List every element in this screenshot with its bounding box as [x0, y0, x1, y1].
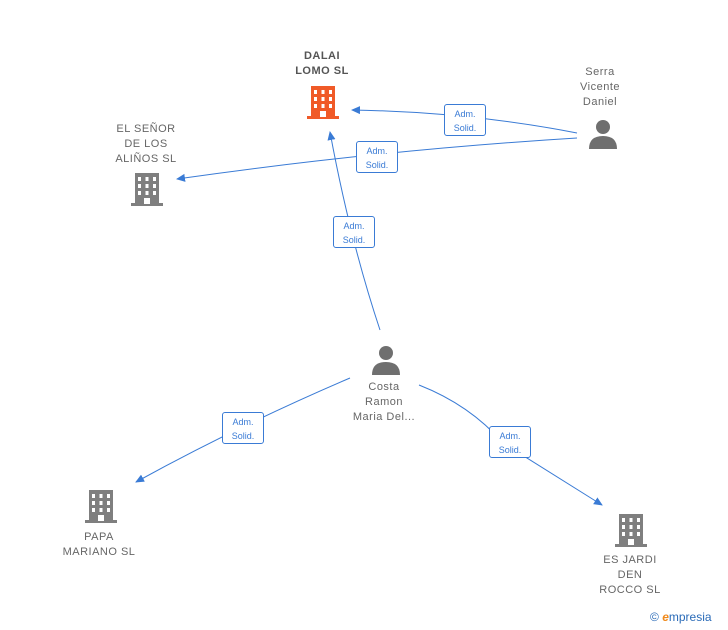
edge-label-costa-dalai[interactable]: Adm. Solid.	[333, 216, 375, 248]
node-label-el-senor-de-los-alinos[interactable]: EL SEÑOR DE LOS ALIÑOS SL	[115, 123, 177, 165]
building-icon[interactable]	[614, 514, 648, 548]
node-label-dalai-lomo[interactable]: DALAI LOMO SL	[295, 50, 349, 77]
edge-label-serra-dalai[interactable]: Adm. Solid.	[444, 104, 486, 136]
empresia-logo-initial: e	[662, 610, 669, 624]
empresia-logo-text: mpresia	[668, 610, 712, 624]
building-icon[interactable]	[306, 86, 340, 120]
node-label-serra-vicente-daniel[interactable]: Serra Vicente Daniel	[580, 66, 620, 108]
edge-label-costa-esjardi[interactable]: Adm. Solid.	[489, 426, 531, 458]
empresia-watermark: © empresia	[650, 610, 712, 624]
person-icon[interactable]	[370, 345, 402, 375]
building-icon[interactable]	[84, 490, 118, 524]
node-label-es-jardi-den-rocco[interactable]: ES JARDI DEN ROCCO SL	[599, 554, 661, 596]
copyright-symbol: ©	[650, 610, 659, 624]
node-label-costa-ramon-maria[interactable]: Costa Ramon Maria Del...	[352, 381, 416, 423]
edge-label-costa-papa[interactable]: Adm. Solid.	[222, 412, 264, 444]
edge-label-serra-senor[interactable]: Adm. Solid.	[356, 141, 398, 173]
building-icon[interactable]	[130, 173, 164, 207]
node-label-papa-mariano[interactable]: PAPA MARIANO SL	[62, 531, 136, 558]
person-icon[interactable]	[587, 119, 619, 149]
